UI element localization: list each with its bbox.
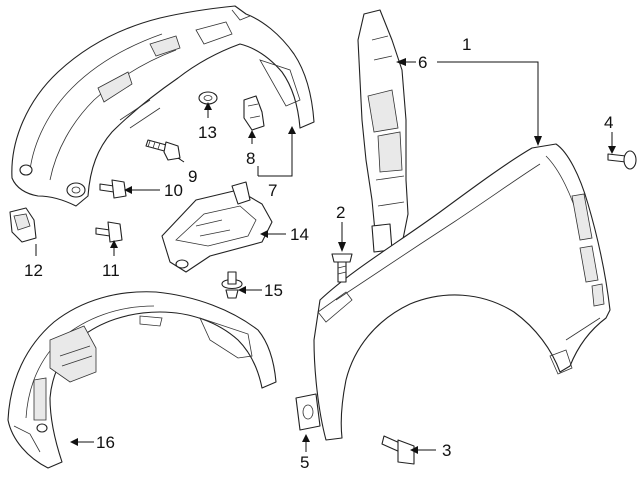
- callout-9: 9: [188, 167, 197, 186]
- callout-10: 10: [164, 181, 183, 200]
- upper-fender-liner: [11, 5, 315, 207]
- callout-labels: 1 2 3 4 5 6 7 8 9 10 11 12 13 14 15 16: [24, 35, 613, 472]
- callout-6: 6: [418, 53, 427, 72]
- bolt-10: [99, 179, 127, 199]
- callout-4: 4: [604, 113, 613, 132]
- callout-11: 11: [102, 261, 120, 280]
- clip-8: [243, 95, 265, 131]
- callout-12: 12: [24, 261, 43, 280]
- bolt-11: [95, 221, 123, 243]
- seal-5: [295, 393, 321, 431]
- push-pin-15: [221, 271, 243, 299]
- callout-2: 2: [336, 203, 345, 222]
- fender-panel-6: [357, 9, 409, 255]
- callout-8: 8: [246, 149, 255, 168]
- screw-9: [145, 139, 181, 161]
- callout-1: 1: [462, 35, 471, 54]
- callout-3: 3: [442, 441, 451, 460]
- callout-7: 7: [268, 181, 277, 200]
- bolt-4: [607, 150, 637, 170]
- callout-15: 15: [264, 281, 283, 300]
- callout-13: 13: [198, 123, 217, 142]
- leader-lines: [35, 58, 616, 454]
- front-fender-1: [313, 143, 611, 441]
- bolt-3: [381, 435, 415, 465]
- bolt-2: [331, 253, 353, 283]
- lower-fender-liner: [7, 291, 277, 469]
- callout-5: 5: [300, 453, 309, 472]
- callout-14: 14: [290, 225, 309, 244]
- callout-16: 16: [96, 433, 115, 452]
- nut-clip-12: [9, 207, 37, 243]
